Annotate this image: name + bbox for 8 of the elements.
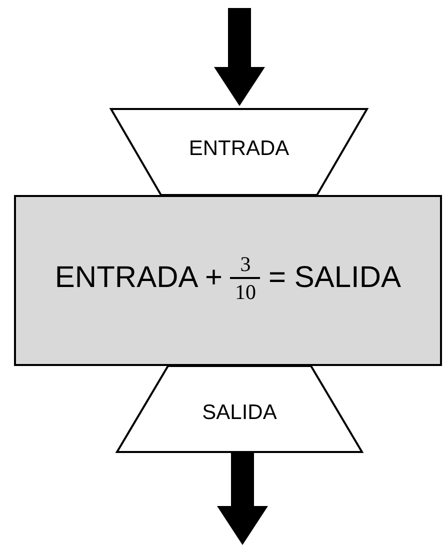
equation-text: ENTRADA + [54, 260, 222, 294]
node-label: ENTRADA [188, 136, 290, 160]
node-label: SALIDA [202, 400, 277, 424]
denominator: 10 [234, 280, 256, 304]
block-arrow [217, 453, 268, 545]
numerator: 3 [240, 252, 251, 276]
block-arrow [214, 8, 265, 106]
equation-text: = SALIDA [268, 260, 402, 294]
